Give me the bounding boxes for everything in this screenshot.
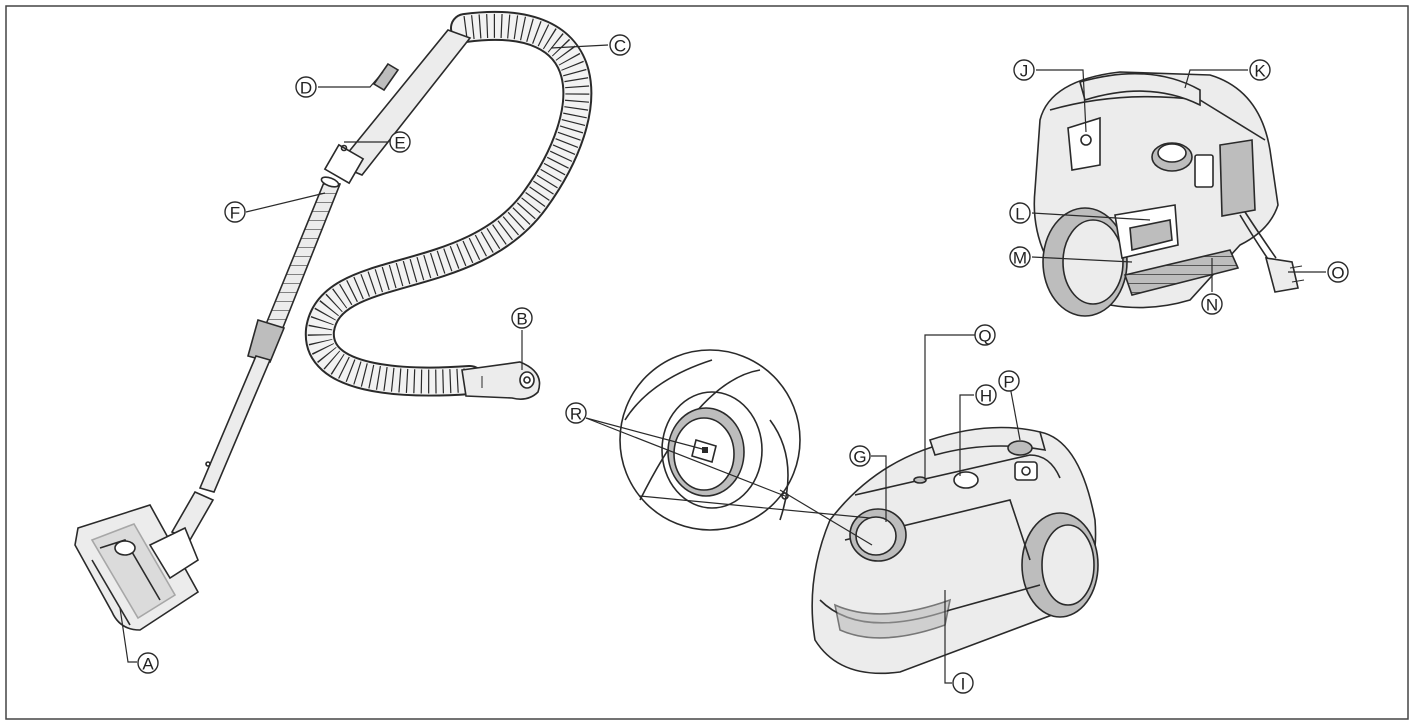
label-m: M <box>1013 249 1027 268</box>
label-a: A <box>142 655 154 674</box>
label-badge-d: D <box>295 76 317 98</box>
label-badge-c: C <box>609 34 631 56</box>
label-badge-m: M <box>1009 246 1031 268</box>
label-badge-p: P <box>998 370 1020 392</box>
label-badge-o: O <box>1327 261 1349 283</box>
hose-handle <box>323 29 472 185</box>
label-j: J <box>1020 62 1029 81</box>
label-f: F <box>230 204 240 223</box>
label-e: E <box>394 134 405 153</box>
label-d: D <box>300 79 312 98</box>
vacuum-body-rear <box>1033 71 1305 317</box>
label-l: L <box>1015 205 1024 224</box>
label-c: C <box>614 37 626 56</box>
hose-illustration <box>304 11 593 397</box>
label-q: Q <box>978 327 991 346</box>
label-n: N <box>1206 296 1218 315</box>
label-badge-k: K <box>1249 59 1271 81</box>
hose-connector <box>461 361 541 400</box>
label-badge-b: B <box>511 307 533 329</box>
floor-nozzle <box>74 490 215 631</box>
leader-lines <box>119 44 1326 684</box>
label-p: P <box>1003 373 1014 392</box>
label-badge-a: A <box>137 652 159 674</box>
vacuum-body-front <box>811 426 1099 675</box>
telescopic-tube <box>198 176 342 493</box>
label-k: K <box>1254 62 1266 81</box>
label-badge-q: Q <box>974 324 996 346</box>
label-h: H <box>980 387 992 406</box>
label-r: R <box>570 405 582 424</box>
diagram-border <box>5 5 1409 720</box>
label-badge-n: N <box>1201 293 1223 315</box>
label-badge-h: H <box>975 384 997 406</box>
label-i: I <box>961 675 966 694</box>
label-badge-l: L <box>1009 202 1031 224</box>
label-badge-i: I <box>952 672 974 694</box>
label-g: G <box>853 448 866 467</box>
label-badge-e: E <box>389 131 411 153</box>
label-b: B <box>516 310 527 329</box>
label-badge-g: G <box>849 445 871 467</box>
label-badge-j: J <box>1013 59 1035 81</box>
magnified-inlet-detail <box>619 349 873 546</box>
label-badge-r: R <box>565 402 587 424</box>
label-badge-f: F <box>224 201 246 223</box>
label-o: O <box>1331 264 1344 283</box>
